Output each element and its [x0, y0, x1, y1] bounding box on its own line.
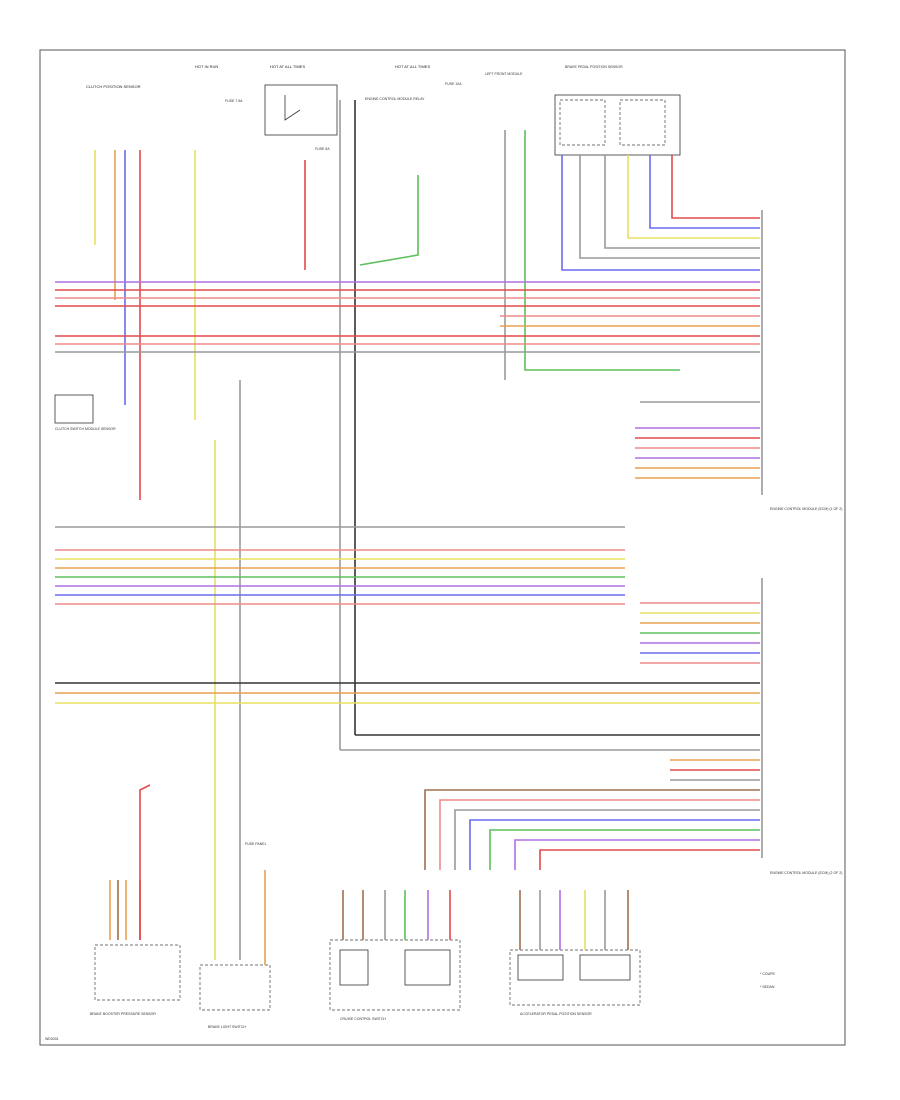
- wire-v-blu-2: [561, 155, 760, 271]
- hot-at-all-times-label-2: HOT AT ALL TIMES: [395, 64, 430, 69]
- wire-b-4: [469, 819, 760, 870]
- fuse-panel: FUSE PANEL: [245, 842, 267, 846]
- hot-in-run-label: HOT IN RUN: [195, 64, 218, 69]
- wire-b-6: [514, 839, 760, 870]
- wire-bus-ecm-lower: [640, 602, 760, 664]
- bottom-left-sensor-label: BRAKE BOOSTER PRESSURE SENSOR: [90, 1012, 156, 1016]
- wire-b-1: [424, 789, 760, 870]
- ecm-upper-label: ENGINE CONTROL MODULE (ECM) (1 OF 2): [770, 507, 842, 511]
- bottom-center-switch-label: CRUISE CONTROL SWITCH: [340, 1017, 386, 1021]
- wire-v-grn-2: [524, 130, 680, 371]
- ecm-upper-connector: ENGINE CONTROL MODULE (ECM) (1 OF 2): [761, 210, 842, 511]
- bottom-center-switch: CRUISE CONTROL SWITCH: [329, 939, 461, 1021]
- legend-item-1: * COUPE: [760, 972, 775, 976]
- bottom-right-switch: ACCELERATOR PEDAL POSITION SENSOR: [509, 949, 641, 1016]
- fuse-label-2: FUSE 10A: [445, 82, 462, 86]
- wire-b-2: [439, 799, 760, 870]
- fuse-panel-label: FUSE PANEL: [245, 842, 267, 846]
- wire-b-7: [539, 849, 760, 870]
- ecm-lower-connector: ENGINE CONTROL MODULE (ECM) (2 OF 2): [761, 578, 842, 875]
- wire-group-bottom-components: [109, 870, 629, 965]
- diagram-code: WD0001: [45, 1037, 59, 1041]
- wire-b-3: [454, 809, 760, 870]
- wire-v-grn-1: [359, 175, 419, 266]
- brake-light-switch-label: BRAKE LIGHT SWITCH: [208, 1025, 246, 1029]
- wire-bus-ecm-upper: [635, 427, 760, 479]
- wire-v-red-3: [671, 155, 760, 219]
- bottom-right-switch-label: ACCELERATOR PEDAL POSITION SENSOR: [520, 1012, 592, 1016]
- wire-v-gry-3: [579, 155, 760, 259]
- brake-pedal-switch-upper-label: BRAKE PEDAL POSITION SENSOR: [565, 65, 623, 69]
- legend-item-2: * SEDAN: [760, 985, 775, 989]
- brake-pedal-switch-upper: [554, 94, 681, 156]
- wire-v-yel-3: [627, 155, 760, 239]
- wire-group-top: [94, 100, 760, 960]
- wire-group-bottom: [139, 784, 760, 940]
- wire-v-gry-4: [604, 155, 760, 249]
- wire-bus-middle: [55, 526, 625, 605]
- left-front-module-label: LEFT FRONT MODULE: [485, 72, 523, 76]
- clutch-switch-module-label: CLUTCH SWITCH MODULE SENSOR: [55, 427, 116, 431]
- wire-v-blu-3: [649, 155, 760, 229]
- wire-b-8: [139, 784, 151, 940]
- wire-bus-lower: [55, 682, 760, 781]
- hot-at-all-times-label-1: HOT AT ALL TIMES: [270, 64, 305, 69]
- clutch-position-sensor-label: CLUTCH POSITION SENSOR: [86, 84, 141, 89]
- wire-b-5: [489, 829, 760, 870]
- fuse-label-3: FUSE 5A: [315, 147, 330, 151]
- bottom-left-sensor: BRAKE BOOSTER PRESSURE SENSOR: [90, 944, 181, 1016]
- brake-light-switch: BRAKE LIGHT SWITCH: [199, 964, 271, 1029]
- diagram-frame: [39, 49, 846, 1046]
- ecm-relay-label: ENGINE CONTROL MODULE RELAY: [365, 97, 425, 101]
- stop-light-relay: [264, 84, 338, 136]
- ecm-lower-label: ENGINE CONTROL MODULE (ECM) (2 OF 2): [770, 871, 842, 875]
- fuse-label-1: FUSE 7.5A: [225, 99, 243, 103]
- clutch-switch-module: [54, 394, 94, 424]
- wire-bus-upper: [55, 281, 760, 403]
